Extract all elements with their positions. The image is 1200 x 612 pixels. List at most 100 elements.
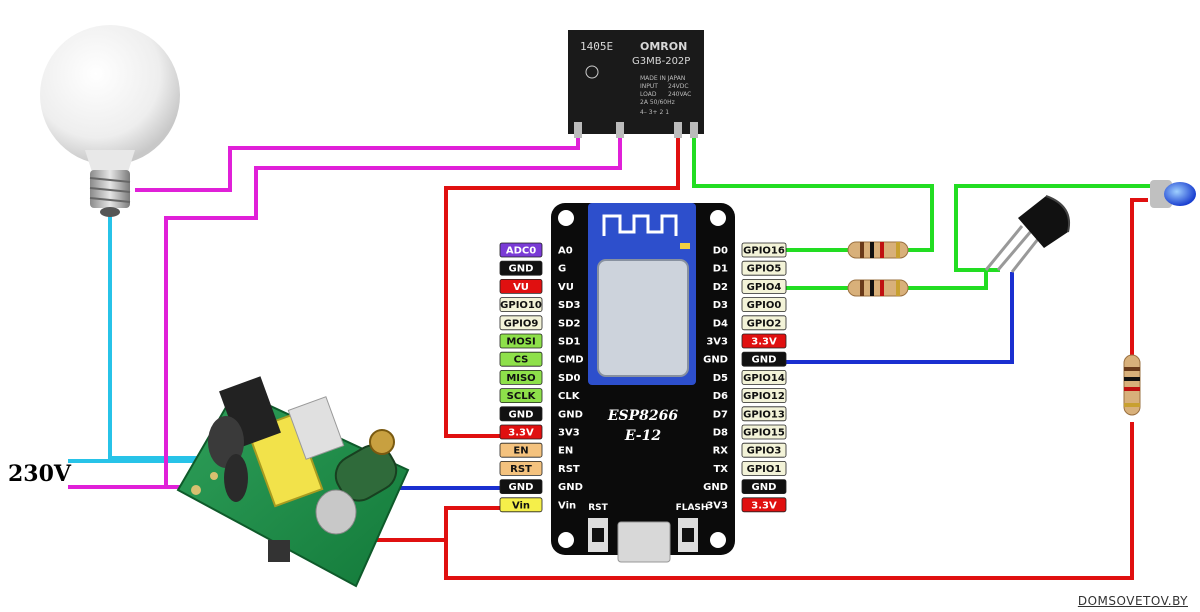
esp12-module	[588, 203, 696, 385]
pin-name-label: RX	[713, 446, 729, 457]
pin-function-badge	[499, 406, 543, 422]
pin-function-label: CS	[514, 355, 529, 366]
pin-function-badge	[741, 388, 787, 404]
pin-function-label: GND	[752, 482, 777, 493]
pin-function-label: MOSI	[506, 337, 535, 348]
relay-load-value: 240VAC	[668, 91, 691, 98]
pin-name-label: D5	[713, 373, 728, 384]
pin-function-label: GPIO15	[743, 428, 785, 439]
signal-wire-base	[906, 270, 988, 290]
pin-function-badge	[499, 497, 543, 513]
pin-function-label: GPIO9	[504, 318, 539, 329]
pin-function-label: GND	[509, 264, 534, 275]
pin-function-badge	[499, 260, 543, 276]
esp8266-board: ESP8266 E-12 RST FLASH	[551, 203, 735, 563]
pin-function-label: GPIO10	[500, 300, 542, 311]
pin-name-label: SD2	[558, 318, 581, 329]
pin-function-label: GPIO2	[747, 318, 782, 329]
pin-function-badge	[741, 424, 787, 440]
pin-function-label: GND	[509, 409, 534, 420]
pin-function-label: GND	[752, 355, 777, 366]
pin-name-label: 3V3	[706, 500, 728, 511]
pin-function-badge	[499, 351, 543, 367]
pin-function-badge	[741, 315, 787, 331]
pin-function-badge	[499, 278, 543, 294]
resistor-d2	[847, 279, 909, 297]
relay-brand: OMRON	[640, 40, 687, 53]
live-wire-relay-supply	[164, 136, 622, 487]
pin-name-label: CLK	[558, 391, 581, 402]
pin-name-label: EN	[558, 446, 573, 457]
neutral-wire-bulb	[108, 215, 200, 460]
pin-function-badge	[499, 424, 543, 440]
pin-function-badge	[741, 442, 787, 458]
power-wire-led	[1130, 198, 1148, 358]
pin-function-badge	[499, 242, 543, 258]
pin-function-label: GND	[509, 482, 534, 493]
pin-name-label: GND	[703, 355, 728, 366]
pin-name-label: VU	[558, 282, 574, 293]
right-pin-10: D8 GPIO15	[713, 424, 787, 440]
pin-function-label: GPIO0	[747, 300, 782, 311]
pin-function-badge	[499, 442, 543, 458]
relay-model: G3MB-202P	[632, 56, 690, 67]
pin-name-label: RST	[558, 464, 580, 475]
pin-name-label: 3V3	[706, 337, 728, 348]
power-wire-relay-3v3	[444, 136, 680, 438]
pin-function-badge	[741, 479, 787, 495]
pin-function-label: VU	[513, 282, 529, 293]
pin-name-label: D7	[713, 409, 728, 420]
pin-name-label: 3V3	[558, 428, 580, 439]
pin-function-label: RST	[510, 464, 532, 475]
power-wire-vin	[372, 506, 500, 542]
pin-function-badge	[741, 297, 787, 313]
power-supply-module	[176, 376, 410, 588]
left-pin-2: VU VU	[499, 278, 574, 294]
relay-load-label: LOAD	[640, 91, 657, 98]
pin-name-label: CMD	[558, 355, 584, 366]
pin-function-label: GPIO1	[747, 464, 782, 475]
pin-function-badge	[741, 260, 787, 276]
relay-input-label: INPUT	[640, 83, 658, 90]
pin-name-label: D3	[713, 300, 728, 311]
resistor-d0	[847, 241, 909, 259]
pin-function-badge	[499, 479, 543, 495]
relay-cert-mark	[585, 65, 599, 79]
live-wire-bulb-relay	[135, 136, 580, 192]
pin-function-label: GPIO12	[743, 391, 785, 402]
pin-function-badge	[741, 497, 787, 513]
pin-function-label: 3.3V	[508, 428, 534, 439]
ground-wire-transistor	[786, 272, 1014, 364]
power-wire-bottom	[444, 422, 1134, 580]
transistor	[984, 195, 1070, 273]
chip-name: ESP8266	[607, 408, 679, 424]
pin-name-label: SD0	[558, 373, 581, 384]
pin-function-badge	[499, 297, 543, 313]
pin-function-badge	[499, 460, 543, 476]
pin-function-label: GPIO4	[747, 282, 782, 293]
left-pin-6: CS CMD	[499, 351, 584, 367]
pin-function-badge	[741, 369, 787, 385]
pin-function-label: EN	[513, 446, 528, 457]
pin-name-label: GND	[558, 409, 583, 420]
light-bulb	[40, 25, 180, 217]
pin-function-badge	[499, 315, 543, 331]
pin-function-badge	[741, 406, 787, 422]
pin-name-label: GND	[703, 482, 728, 493]
pin-name-label: D8	[713, 428, 728, 439]
pin-function-label: GPIO16	[743, 246, 785, 257]
pin-name-label: SD1	[558, 337, 581, 348]
pin-name-label: D1	[713, 264, 728, 275]
solid-state-relay: 1405E OMRON G3MB-202P MADE IN JAPAN INPU…	[568, 30, 704, 138]
pin-function-label: GPIO5	[747, 264, 782, 275]
pin-function-badge	[741, 333, 787, 349]
